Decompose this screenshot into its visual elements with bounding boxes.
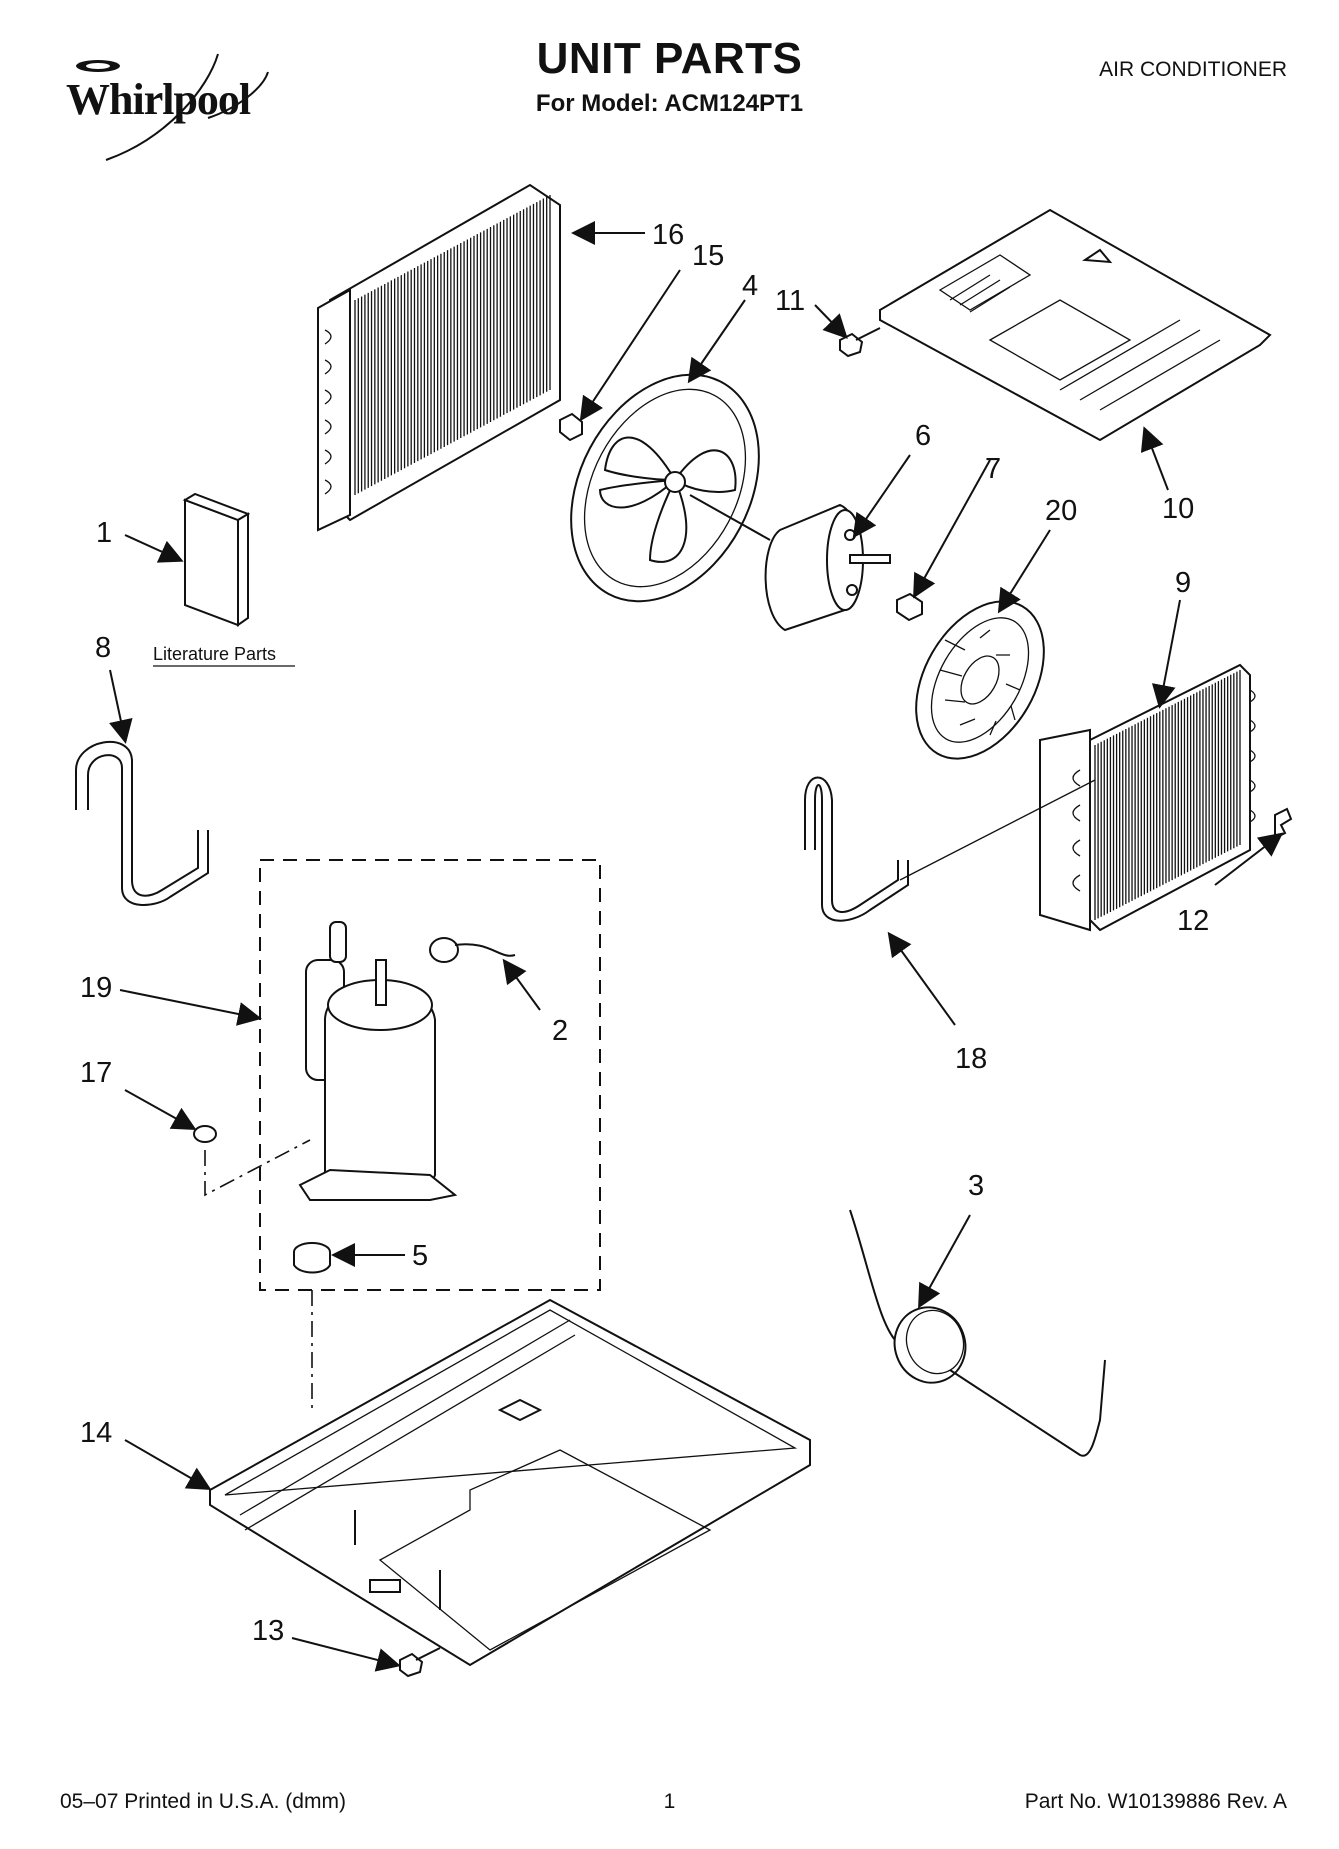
base-screw <box>399 1647 441 1678</box>
blower-wheel <box>915 600 1045 760</box>
callout-3: 3 <box>968 1170 984 1202</box>
drain-tube <box>804 776 1096 922</box>
callout-15: 15 <box>692 240 724 272</box>
callout-7: 7 <box>985 453 1001 485</box>
nut-alignment-line <box>204 1139 311 1197</box>
callout-16: 16 <box>652 219 684 251</box>
compressor-grommet <box>293 1242 331 1274</box>
condenser-fan <box>570 373 760 603</box>
callout-10: 10 <box>1162 493 1194 525</box>
page-title: UNIT PARTS <box>536 34 803 83</box>
callout-11: 11 <box>775 285 805 317</box>
callout-13: 13 <box>252 1615 284 1647</box>
callout-5: 5 <box>412 1240 428 1272</box>
callout-20: 20 <box>1045 495 1077 527</box>
callout-6: 6 <box>915 420 931 452</box>
print-info: 05–07 Printed in U.S.A. (dmm) <box>60 1790 346 1813</box>
callout-4: 4 <box>742 270 758 302</box>
callout-14: 14 <box>80 1417 112 1449</box>
overload-protector <box>429 937 516 963</box>
callout-8: 8 <box>95 632 111 664</box>
whirlpool-logo: Whirlpool <box>58 48 288 168</box>
callout-18: 18 <box>955 1043 987 1075</box>
evaporator-coil <box>1039 663 1256 932</box>
callout-1: 1 <box>96 517 112 549</box>
compressor <box>298 921 458 1201</box>
callout-17: 17 <box>80 1057 112 1089</box>
callout-12: 12 <box>1177 905 1209 937</box>
literature-parts-label: Literature Parts <box>153 644 276 664</box>
logo-swirl-icon <box>76 53 269 161</box>
model-line: For Model: ACM124PT1 <box>535 90 804 117</box>
capillary-tube <box>849 1209 1106 1457</box>
fan-nut <box>559 412 583 442</box>
callout-numbers: 1 2 3 4 5 6 7 8 9 10 11 12 13 14 15 16 1… <box>80 219 1209 1647</box>
category-label: AIR CONDITIONER <box>1099 58 1287 81</box>
page-number: 1 <box>663 1790 676 1813</box>
coil-tube-bends <box>324 329 332 495</box>
compressor-nut <box>193 1125 217 1143</box>
top-cover <box>879 208 1272 442</box>
base-pan <box>209 1298 811 1667</box>
callout-2: 2 <box>552 1015 568 1047</box>
callout-19: 19 <box>80 972 112 1004</box>
compressor-assembly-box <box>259 859 601 1291</box>
callout-leaders <box>109 221 1284 1672</box>
discharge-tube <box>75 741 209 907</box>
literature-parts: Literature Parts <box>153 492 295 667</box>
brand-name: Whirlpool <box>66 75 251 124</box>
part-number: Part No. W10139886 Rev. A <box>1024 1790 1287 1813</box>
coil-clip <box>1274 807 1293 840</box>
top-screw <box>839 327 881 358</box>
callout-9: 9 <box>1175 567 1191 599</box>
condenser-coil <box>317 183 561 532</box>
motor-nut <box>896 592 923 622</box>
